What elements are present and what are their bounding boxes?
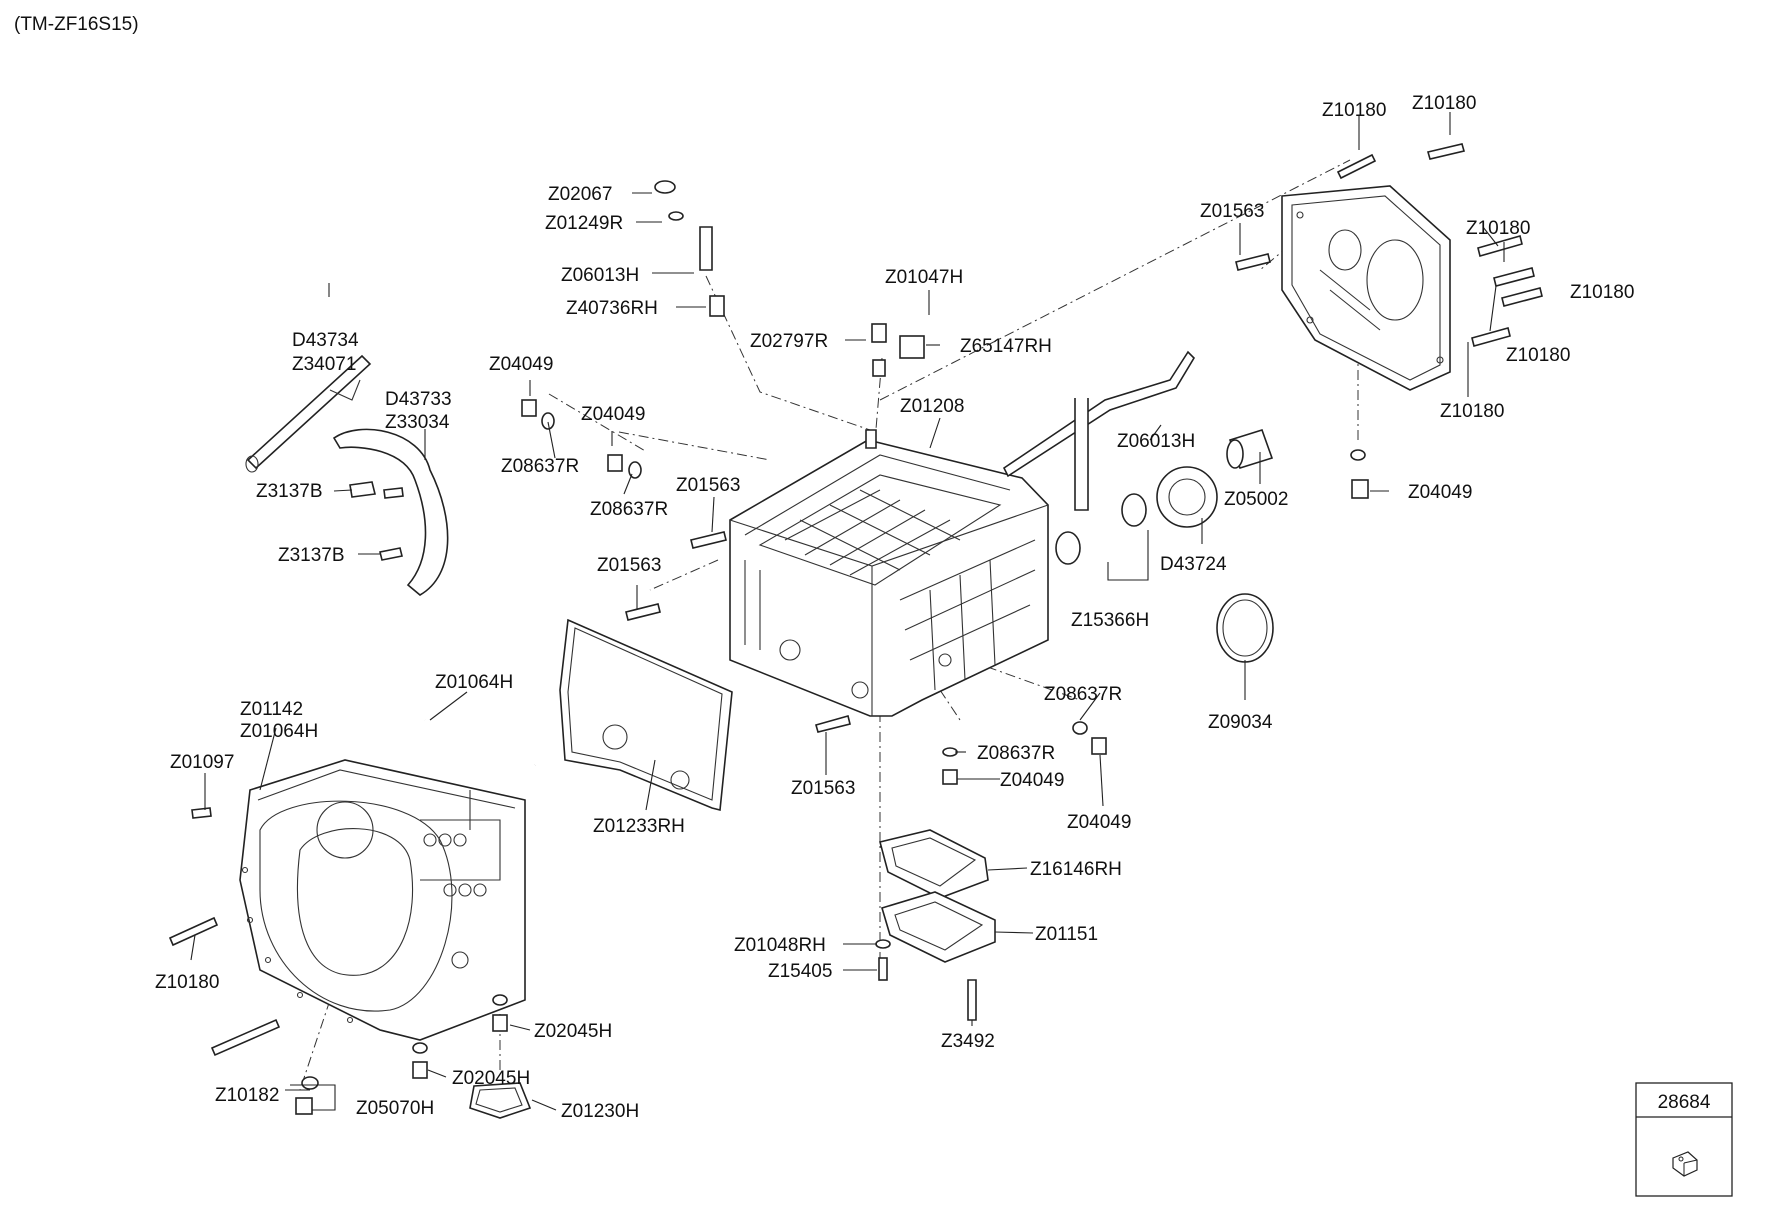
part-label: Z10180	[1440, 401, 1504, 422]
part-label: Z10180	[1412, 93, 1476, 114]
part-label: Z01249R	[545, 213, 623, 234]
part-label: Z3137B	[256, 481, 323, 502]
part-label: Z01233RH	[593, 816, 685, 837]
part-label: Z15366H	[1071, 610, 1149, 631]
part-label: Z33034	[385, 412, 450, 433]
part-label: Z08637R	[977, 743, 1055, 764]
part-label: Z10180	[1466, 218, 1530, 239]
diagram-title: (TM-ZF16S15)	[14, 14, 139, 35]
part-label: D43733	[385, 389, 452, 410]
main-housing	[729, 429, 1049, 717]
part-label: Z01230H	[561, 1101, 639, 1122]
part-label: Z04049	[489, 354, 553, 375]
part-label: Z3137B	[278, 545, 345, 566]
part-label: Z01563	[1200, 201, 1264, 222]
part-label: Z16146RH	[1030, 859, 1122, 880]
part-label: D43734	[292, 330, 359, 351]
part-label: Z05070H	[356, 1098, 434, 1119]
clip-icon	[1672, 1151, 1698, 1177]
part-label: Z08637R	[590, 499, 668, 520]
part-label: Z02067	[548, 184, 612, 205]
part-label: Z34071	[292, 354, 356, 375]
small-fasteners	[168, 143, 1543, 1115]
part-label: Z01563	[676, 475, 740, 496]
part-label: Z65147RH	[960, 336, 1052, 357]
part-label: Z01097	[170, 752, 234, 773]
part-label: Z10180	[1322, 100, 1386, 121]
part-label: Z04049	[1000, 770, 1064, 791]
part-labels: Z02067 Z01249R Z06013H Z40736RH Z01047H …	[155, 93, 1634, 1122]
part-label: Z01047H	[885, 267, 963, 288]
part-label: Z40736RH	[566, 298, 658, 319]
part-label: Z08637R	[1044, 684, 1122, 705]
part-label: Z15405	[768, 961, 832, 982]
part-label: Z3492	[941, 1031, 995, 1052]
part-label: Z01142	[240, 699, 303, 720]
part-label: Z10182	[215, 1085, 279, 1106]
part-label: Z04049	[1067, 812, 1131, 833]
part-label: Z02045H	[452, 1068, 530, 1089]
reference-code: 28684	[1658, 1092, 1711, 1113]
reference-box: 28684	[1635, 1082, 1733, 1197]
clutch-housing	[239, 759, 526, 1041]
part-label: Z01563	[791, 778, 855, 799]
part-label: Z06013H	[1117, 431, 1195, 452]
part-label: Z01208	[900, 396, 964, 417]
part-label: Z02045H	[534, 1021, 612, 1042]
part-label: Z10180	[1506, 345, 1570, 366]
part-label: Z10180	[155, 972, 219, 993]
part-label: Z05002	[1224, 489, 1288, 510]
part-label: Z04049	[581, 404, 645, 425]
part-label: Z01048RH	[734, 935, 826, 956]
part-label: Z01064H	[240, 721, 318, 742]
part-label: Z01563	[597, 555, 661, 576]
part-label: Z02797R	[750, 331, 828, 352]
leader-lines	[190, 112, 1505, 1111]
bottom-covers	[469, 829, 996, 1119]
oil-pipes	[424, 350, 1196, 799]
part-label: Z08637R	[501, 456, 579, 477]
part-label: D43724	[1160, 554, 1227, 575]
rear-cover	[1281, 185, 1451, 391]
part-label: Z06013H	[561, 265, 639, 286]
part-label: Z09034	[1208, 712, 1273, 733]
part-label: Z04049	[1408, 482, 1472, 503]
housing-gasket	[559, 618, 733, 812]
part-label: Z01151	[1035, 924, 1098, 945]
part-label: Z10180	[1570, 282, 1634, 303]
shift-rod-fork	[245, 354, 449, 596]
part-label: Z01064H	[435, 672, 513, 693]
